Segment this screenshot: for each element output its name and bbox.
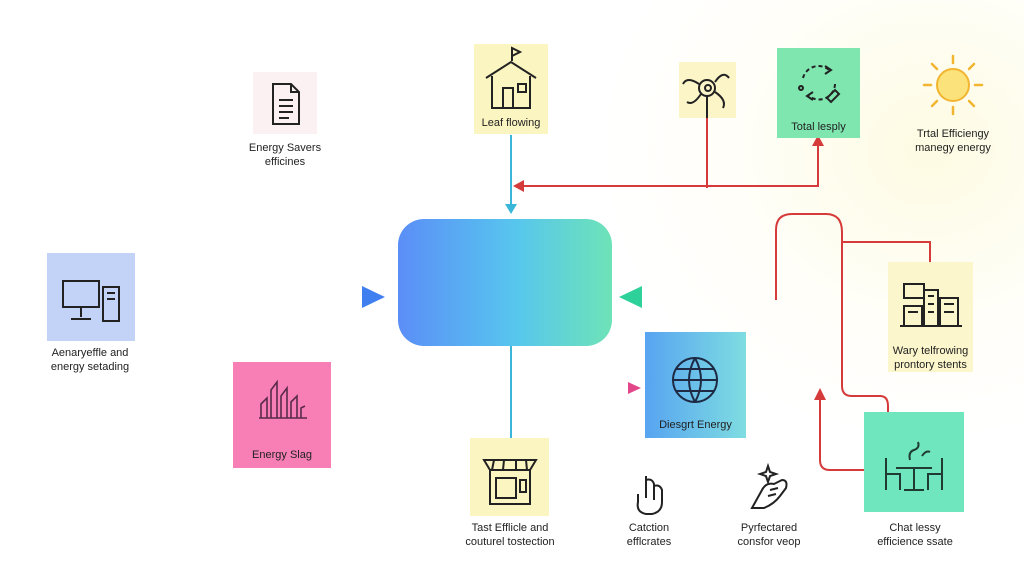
node-dining [864, 412, 964, 512]
node-label: Pyrfectared consfor veop [737, 522, 801, 548]
node-label: Energy Slag [252, 449, 312, 461]
arrowhead-red-left [513, 180, 524, 192]
connector-red-dining [819, 398, 864, 471]
node-total-lesply: Total lesply [777, 48, 860, 138]
dining-icon [885, 441, 943, 491]
node-label: Catction efflcrates [626, 522, 672, 548]
node-energy-savers [253, 72, 317, 134]
node-label: Chat lessy efficience ssate [877, 522, 953, 548]
globe-icon [672, 357, 718, 403]
computer-icon [62, 280, 120, 322]
cycle-icon [798, 65, 841, 104]
node-desktop [47, 253, 135, 341]
node-label: Aenaryeffle and energy setading [50, 347, 130, 373]
connector-red-loop-a [775, 213, 889, 412]
swirl-icon [682, 73, 730, 118]
sun-icon [922, 54, 984, 116]
node-label: Diesgrt Energy [659, 419, 732, 431]
arrowhead-red-dining [814, 388, 826, 400]
arrowhead-buildings-hub [619, 286, 642, 308]
house-icon [485, 46, 537, 109]
node-shop [470, 438, 549, 516]
node-label: Trtal Efficiengy manegy energy [915, 128, 991, 154]
node-label: Total lesply [791, 121, 846, 133]
central-hub [398, 219, 612, 346]
node-diesgrt-energy: Diesgrt Energy [645, 332, 746, 438]
hand-icon [636, 476, 663, 515]
arrowhead-red-up [812, 135, 824, 146]
arrowhead-desktop-hub [362, 286, 385, 308]
shop-icon [482, 459, 538, 505]
document-icon [272, 83, 300, 125]
arrowhead-house-hub [505, 204, 517, 214]
arrowhead-slag-globe [628, 382, 641, 394]
node-label: Leaf flowing [481, 117, 541, 129]
node-label: Energy Savers efficines [248, 142, 322, 168]
connector-red-top [522, 142, 819, 187]
node-label: Wary telfrowing prontory stents [892, 345, 969, 371]
hand-sparkle-icon [750, 462, 788, 509]
node-energy-slag: Energy Slag [233, 362, 331, 468]
buildings-icon [900, 283, 962, 327]
node-swirl [679, 62, 736, 118]
node-leaf-flowing: Leaf flowing [474, 44, 548, 134]
node-label: Tast Efflicle and couturel tostection [465, 522, 555, 548]
signal-icon [259, 379, 307, 419]
connector-red-loop-b [842, 241, 931, 262]
node-buildings: Wary telfrowing prontory stents [888, 262, 973, 372]
